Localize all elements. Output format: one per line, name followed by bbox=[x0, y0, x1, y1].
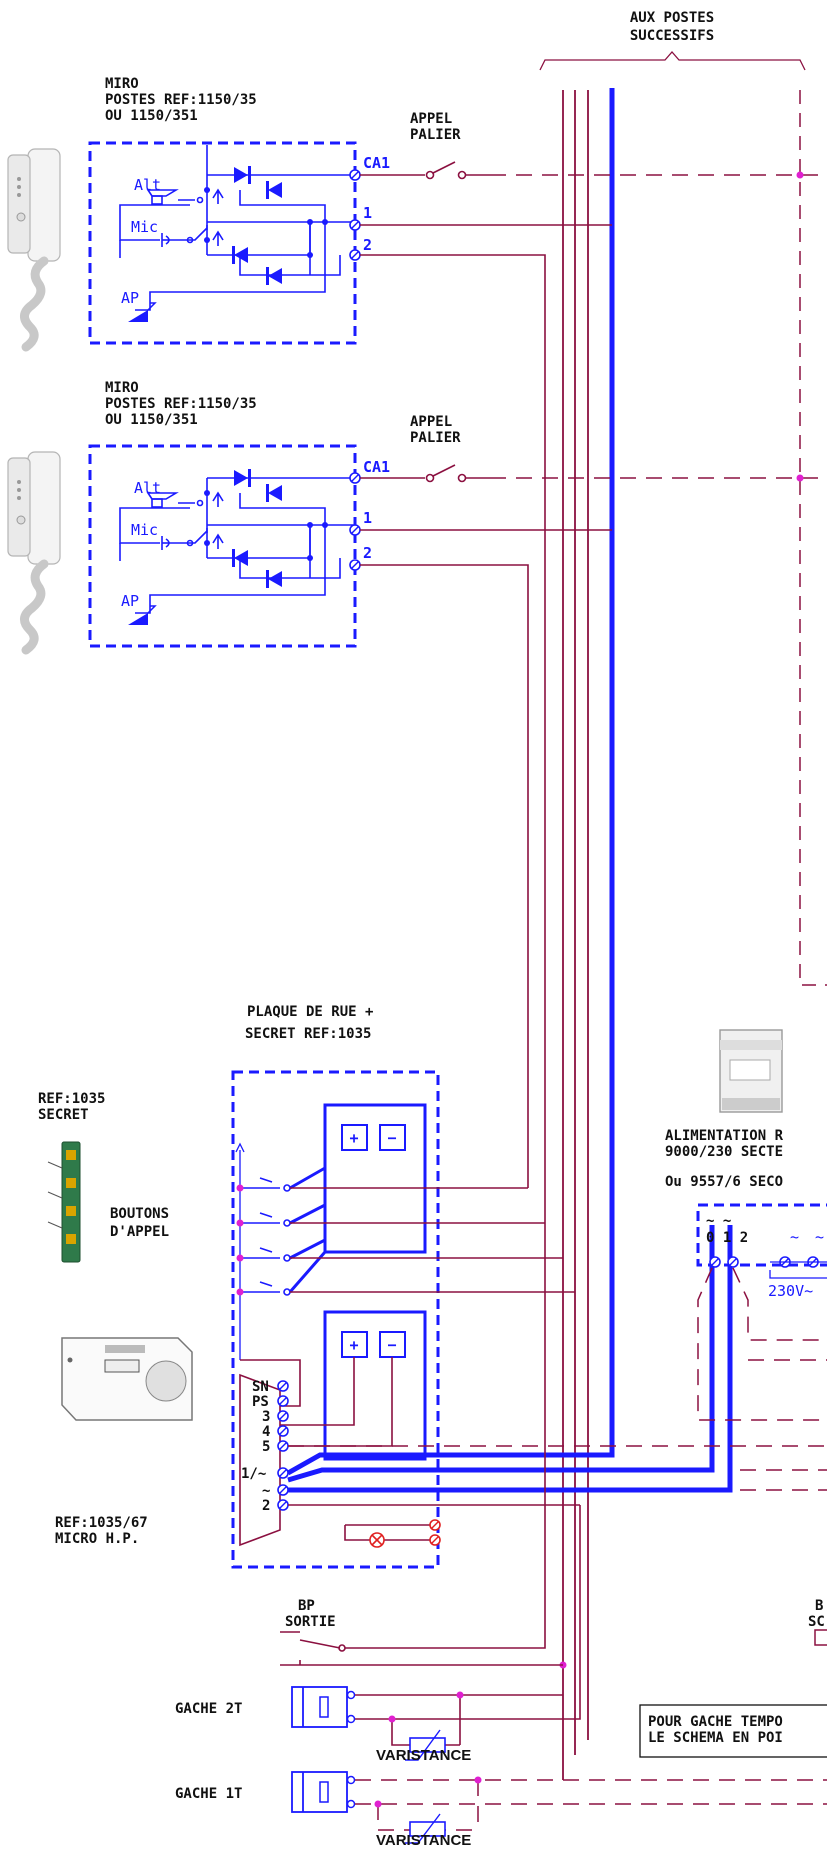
poste-1-mic-label: Mic bbox=[131, 218, 158, 236]
poste-1-ap-label: AP bbox=[121, 289, 139, 307]
micro-hp-image bbox=[61, 1337, 193, 1421]
poste-1: MIRO POSTES REF:1150/35 OU 1150/351 APPE… bbox=[8, 76, 827, 1220]
alim-tildes-label: ~ ~ bbox=[706, 1213, 731, 1229]
upper-minus-label: − bbox=[387, 1129, 396, 1147]
aux-postes-brace bbox=[539, 51, 806, 71]
bp-sortie-switch bbox=[280, 1220, 546, 1666]
poste-1-handset-image bbox=[8, 149, 60, 347]
note-line-1: POUR GACHE TEMPO bbox=[648, 1714, 783, 1730]
term-3-label: 3 bbox=[262, 1409, 270, 1425]
poste-1-appel-label: APPEL bbox=[410, 111, 452, 127]
upper-plus-label: + bbox=[349, 1129, 358, 1147]
ref-secret-label-2: SECRET bbox=[38, 1107, 89, 1123]
gache-2t-label: GACHE 2T bbox=[175, 1701, 242, 1717]
call-buttons bbox=[235, 1142, 327, 1360]
note-line-2: LE SCHEMA EN POI bbox=[648, 1730, 783, 1746]
bp-right-label-2: SC bbox=[808, 1614, 825, 1630]
poste-2-miro-label: MIRO bbox=[105, 380, 139, 396]
right-dashed-line bbox=[799, 90, 827, 986]
alim-012-label: 0 1 2 bbox=[706, 1230, 748, 1246]
lower-minus-label: − bbox=[387, 1336, 396, 1354]
plaque-upper-module bbox=[323, 1103, 427, 1254]
poste-1-t2-label: 2 bbox=[363, 236, 372, 254]
note-box bbox=[639, 1704, 827, 1758]
terminal-block bbox=[239, 1373, 281, 1547]
secret-module-image bbox=[47, 1141, 81, 1263]
poste-2-mic-label: Mic bbox=[131, 521, 158, 539]
poste-1-alt-label: Alt bbox=[134, 176, 161, 194]
poste-1-box bbox=[88, 141, 357, 345]
successifs-label: SUCCESSIFS bbox=[630, 28, 714, 44]
term-5-label: 5 bbox=[262, 1439, 270, 1455]
poste-1-miro-label: MIRO bbox=[105, 76, 139, 92]
poste-2: MIRO POSTES REF:1150/35 OU 1150/351 APPE… bbox=[8, 380, 827, 1188]
term-tilde-label: ~ bbox=[262, 1483, 270, 1499]
poste-1-ou-label: OU 1150/351 bbox=[105, 108, 198, 124]
plaque-label-1: PLAQUE DE RUE + bbox=[247, 1004, 373, 1020]
poste-2-alt-label: Alt bbox=[134, 479, 161, 497]
poste-2-palier-label: PALIER bbox=[410, 430, 461, 446]
poste-1-t1-label: 1 bbox=[363, 204, 372, 222]
poste-2-ap-label: AP bbox=[121, 592, 139, 610]
main-bus bbox=[562, 88, 615, 1780]
varistance-2t bbox=[405, 1729, 446, 1761]
power-supply-image bbox=[719, 1029, 783, 1113]
bp-right-label-1: B bbox=[815, 1598, 823, 1614]
alim-tilde-a: ~ bbox=[790, 1228, 799, 1246]
alim-label-1: ALIMENTATION R bbox=[665, 1128, 784, 1144]
poste-2-handset-image bbox=[8, 452, 60, 650]
poste-2-ou-label: OU 1150/351 bbox=[105, 412, 198, 428]
poste-1-ca1-label: CA1 bbox=[363, 154, 390, 172]
boutons-label-2: D'APPEL bbox=[110, 1224, 169, 1240]
poste-2-ref-label: POSTES REF:1150/35 bbox=[105, 396, 257, 412]
alim-tilde-b: ~ bbox=[815, 1228, 824, 1246]
gache-2t-symbol bbox=[291, 1686, 356, 1728]
term-2-label: 2 bbox=[262, 1498, 270, 1514]
alim-230v-label: 230V~ bbox=[768, 1282, 813, 1300]
term-4-label: 4 bbox=[262, 1424, 270, 1440]
gache-1t-label: GACHE 1T bbox=[175, 1786, 242, 1802]
term-ps-label: PS bbox=[252, 1394, 269, 1410]
poste-2-t1-label: 1 bbox=[363, 509, 372, 527]
lamp bbox=[344, 1519, 441, 1548]
plaque-box bbox=[231, 1070, 440, 1569]
plaque-label-2: SECRET REF:1035 bbox=[245, 1026, 371, 1042]
aux-postes-label: AUX POSTES bbox=[630, 10, 714, 26]
boutons-label-1: BOUTONS bbox=[110, 1206, 169, 1222]
poste-2-box bbox=[88, 444, 357, 648]
poste-2-t2-label: 2 bbox=[363, 544, 372, 562]
ref-micro-label-1: REF:1035/67 bbox=[55, 1515, 148, 1531]
poste-1-palier-label: PALIER bbox=[410, 127, 461, 143]
plaque-lower-module bbox=[323, 1310, 427, 1461]
gache-1t-symbol bbox=[291, 1771, 356, 1813]
poste-2-appel-label: APPEL bbox=[410, 414, 452, 430]
ref-micro-label-2: MICRO H.P. bbox=[55, 1531, 139, 1547]
alim-box bbox=[696, 1203, 827, 1267]
ref-secret-label-1: REF:1035 bbox=[38, 1091, 105, 1107]
term-1-label: 1/~ bbox=[241, 1466, 266, 1482]
bp-sortie-label-1: BP bbox=[298, 1598, 315, 1614]
lower-plus-label: + bbox=[349, 1336, 358, 1354]
poste-1-ref-label: POSTES REF:1150/35 bbox=[105, 92, 257, 108]
poste-2-ca1-label: CA1 bbox=[363, 458, 390, 476]
alim-label-2: 9000/230 SECTE bbox=[665, 1144, 783, 1160]
varistance-1t bbox=[405, 1813, 446, 1844]
bp-sortie-label-2: SORTIE bbox=[285, 1614, 336, 1630]
alim-label-3: Ou 9557/6 SECO bbox=[665, 1174, 783, 1190]
term-sn-label: SN bbox=[252, 1379, 269, 1395]
varistance-1t-label: VARISTANCE bbox=[376, 1832, 471, 1848]
varistance-2t-label: VARISTANCE bbox=[376, 1747, 471, 1764]
